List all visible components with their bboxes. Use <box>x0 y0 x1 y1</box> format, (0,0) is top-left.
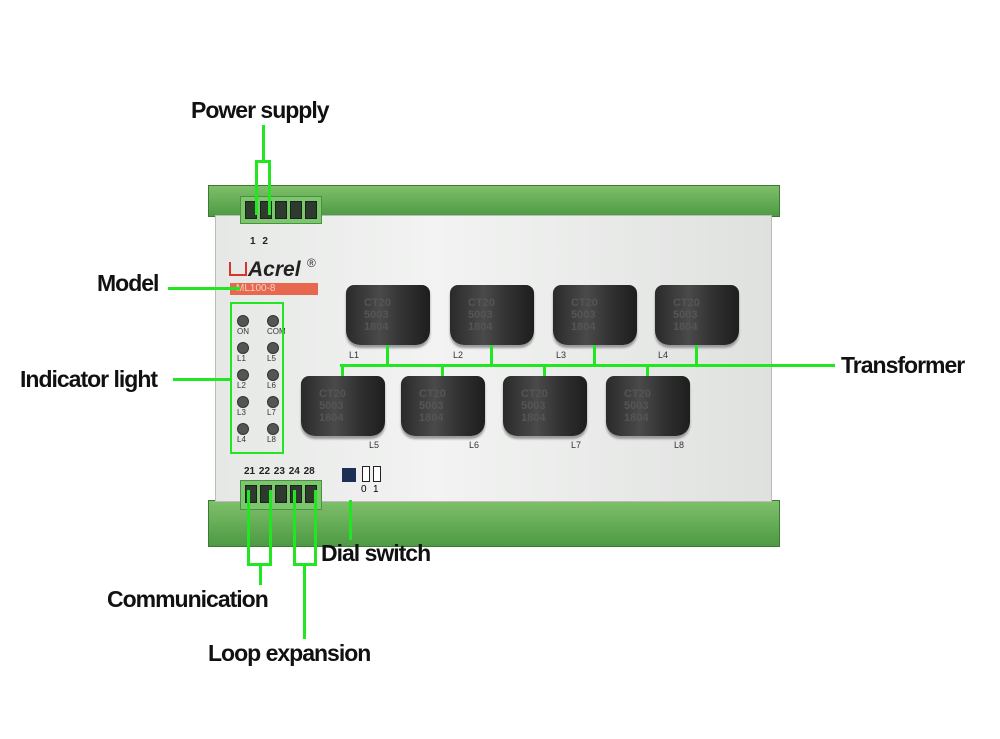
label-power-supply: Power supply <box>191 97 330 123</box>
led-label: L6 <box>267 381 276 390</box>
callout-line <box>293 490 296 565</box>
callout-line <box>695 345 698 365</box>
ct-label: L6 <box>469 440 480 450</box>
model-label: ML100-8 <box>230 283 318 295</box>
callout-line <box>303 563 306 639</box>
label-communication: Communication <box>107 586 269 612</box>
callout-line <box>314 490 317 565</box>
label-indicator-light: Indicator light <box>20 366 158 392</box>
dial-switch[interactable] <box>342 468 356 482</box>
callout-line <box>168 287 240 290</box>
ct-label: L8 <box>674 440 685 450</box>
ct-label: L3 <box>556 350 567 360</box>
callout-line <box>255 160 258 215</box>
indicator-led <box>237 342 249 354</box>
label-dial-switch: Dial switch <box>321 540 431 566</box>
indicator-callout-box <box>230 302 284 454</box>
ct-label: L4 <box>658 350 669 360</box>
acrel-logo-icon <box>229 262 247 276</box>
callout-line <box>247 490 250 565</box>
callout-line <box>255 160 271 163</box>
led-label: L5 <box>267 354 276 363</box>
callout-line <box>593 345 596 365</box>
indicator-led <box>267 396 279 408</box>
bottom-terminal-numbers: 21 22 23 24 28 <box>244 466 315 477</box>
callout-line <box>543 364 546 376</box>
ct-label: L2 <box>453 350 464 360</box>
ct-label: L7 <box>571 440 582 450</box>
led-label: COM <box>267 327 286 336</box>
bottom-terminal-block <box>240 480 322 510</box>
power-terminal-numbers: 1 2 <box>250 236 270 247</box>
label-transformer: Transformer <box>841 352 965 378</box>
indicator-led <box>267 342 279 354</box>
led-label: L3 <box>237 408 246 417</box>
callout-line <box>173 378 230 381</box>
dial-label-0: 0 <box>361 484 367 495</box>
callout-line <box>386 345 389 365</box>
led-label: ON <box>237 327 249 336</box>
indicator-led <box>237 315 249 327</box>
registered-mark: ® <box>307 256 316 270</box>
led-label: L8 <box>267 435 276 444</box>
callout-line <box>259 563 262 585</box>
indicator-led <box>237 423 249 435</box>
indicator-led <box>237 396 249 408</box>
ct-label: L5 <box>369 440 380 450</box>
power-terminal-block <box>240 196 322 224</box>
callout-line <box>646 364 649 376</box>
led-label: L1 <box>237 354 246 363</box>
callout-line <box>441 364 444 376</box>
led-label: L7 <box>267 408 276 417</box>
callout-line <box>341 364 344 376</box>
callout-line <box>490 345 493 365</box>
dial-switch-0[interactable] <box>362 466 370 482</box>
led-label: L2 <box>237 381 246 390</box>
led-label: L4 <box>237 435 246 444</box>
dial-switch-1[interactable] <box>373 466 381 482</box>
ct-label: L1 <box>349 350 360 360</box>
indicator-led <box>267 369 279 381</box>
callout-line <box>269 490 272 565</box>
dial-label-1: 1 <box>373 484 379 495</box>
label-loop-expansion: Loop expansion <box>208 640 371 666</box>
brand-name: Acrel <box>248 258 301 281</box>
indicator-led <box>267 315 279 327</box>
callout-line <box>268 160 271 215</box>
callout-line <box>349 500 352 540</box>
callout-line <box>262 125 265 161</box>
device-body <box>215 215 772 502</box>
label-model: Model <box>97 270 159 296</box>
callout-line <box>340 364 835 367</box>
indicator-led <box>237 369 249 381</box>
indicator-led <box>267 423 279 435</box>
